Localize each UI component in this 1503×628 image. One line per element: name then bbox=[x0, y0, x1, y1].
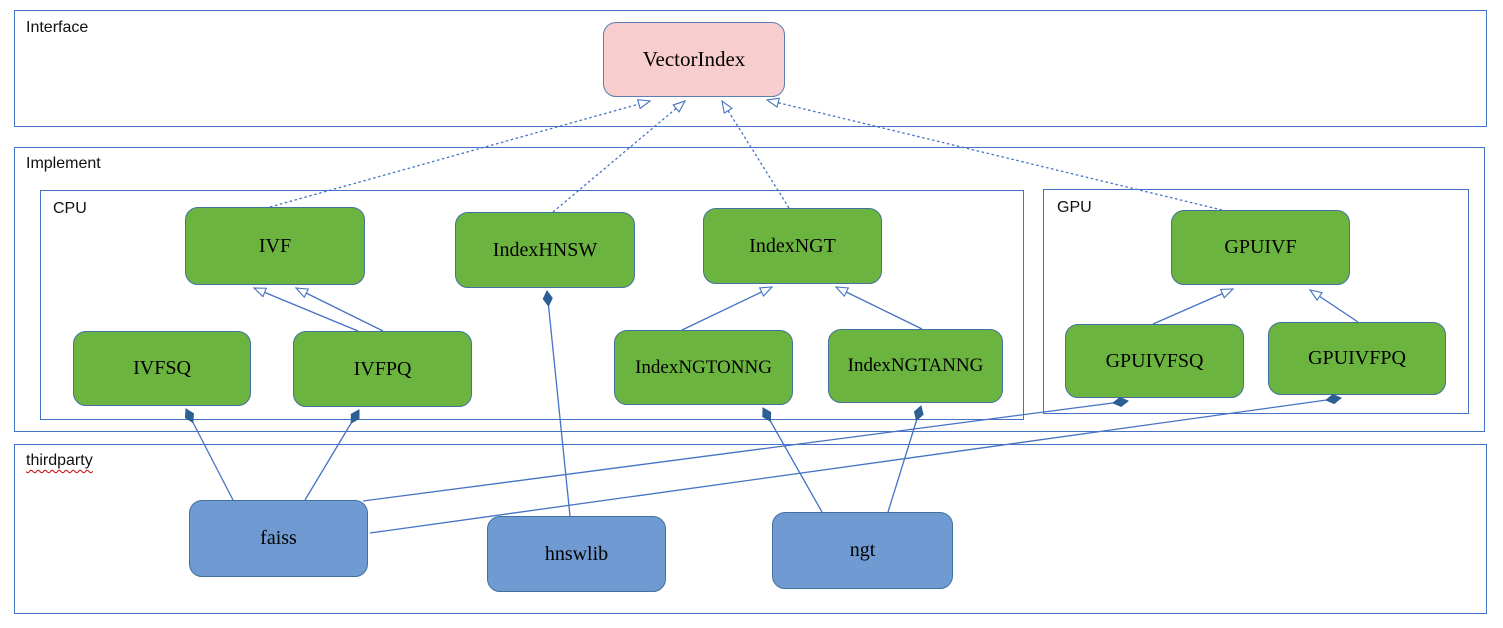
node-ivfsq-label: IVFSQ bbox=[133, 357, 191, 379]
node-indexngtonng-label: IndexNGTONNG bbox=[635, 356, 772, 378]
gpu-container-label: GPU bbox=[1057, 199, 1092, 216]
node-indexngtanng-label: IndexNGTANNG bbox=[847, 355, 984, 376]
cpu-container-label: CPU bbox=[53, 200, 87, 217]
thirdparty-container-label: thirdparty bbox=[26, 452, 93, 472]
node-gpuivfpq-label: GPUIVFPQ bbox=[1308, 347, 1406, 369]
node-indexngt-label: IndexNGT bbox=[749, 234, 836, 257]
node-ivf-label: IVF bbox=[258, 234, 292, 257]
node-ngt-label: ngt bbox=[849, 539, 876, 561]
node-indexhnsw-label: IndexHNSW bbox=[492, 238, 598, 261]
node-gpuivf-label: GPUIVF bbox=[1224, 236, 1297, 258]
thirdparty-misspelled-text: thirdparty bbox=[26, 452, 93, 469]
node-indexhnsw[interactable]: IndexHNSW bbox=[455, 212, 635, 288]
interface-container-label: Interface bbox=[26, 19, 89, 36]
node-ivfsq[interactable]: IVFSQ bbox=[73, 331, 251, 406]
implement-container-label: Implement bbox=[26, 155, 101, 172]
node-hnswlib-label: hnswlib bbox=[544, 542, 609, 565]
node-ivfpq[interactable]: IVFPQ bbox=[293, 331, 472, 407]
node-gpuivfpq[interactable]: GPUIVFPQ bbox=[1268, 322, 1446, 395]
node-hnswlib[interactable]: hnswlib bbox=[487, 516, 666, 592]
node-faiss[interactable]: faiss bbox=[189, 500, 368, 577]
node-indexngtanng[interactable]: IndexNGTANNG bbox=[828, 329, 1003, 403]
node-ivf[interactable]: IVF bbox=[185, 207, 365, 285]
node-vectorindex-label: VectorIndex bbox=[642, 47, 746, 71]
node-faiss-label: faiss bbox=[260, 527, 297, 549]
node-gpuivf[interactable]: GPUIVF bbox=[1171, 210, 1350, 285]
node-ivfpq-label: IVFPQ bbox=[353, 357, 412, 380]
node-gpuivfsq-label: GPUIVFSQ bbox=[1105, 349, 1204, 372]
node-gpuivfsq[interactable]: GPUIVFSQ bbox=[1065, 324, 1244, 398]
node-ngt[interactable]: ngt bbox=[772, 512, 953, 589]
node-vectorindex[interactable]: VectorIndex bbox=[603, 22, 785, 97]
node-indexngt[interactable]: IndexNGT bbox=[703, 208, 882, 284]
node-indexngtonng[interactable]: IndexNGTONNG bbox=[614, 330, 793, 405]
